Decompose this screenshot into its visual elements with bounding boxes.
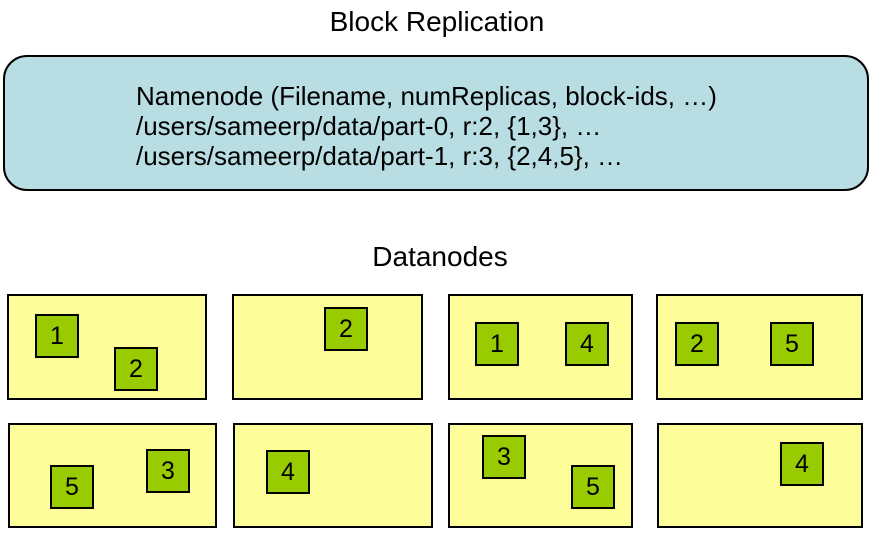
block-3: 3 (482, 435, 526, 479)
block-4: 4 (565, 322, 609, 366)
datanodes-label: Datanodes (372, 241, 508, 272)
datanode-box-2: 2 (232, 294, 423, 400)
namenode-line-part1: /users/sameerp/data/part-1, r:3, {2,4,5}… (136, 141, 624, 171)
block-5: 5 (770, 322, 814, 366)
block-4: 4 (780, 442, 824, 486)
block-4: 4 (266, 450, 310, 494)
block-1: 1 (35, 314, 79, 358)
block-3: 3 (146, 449, 190, 493)
namenode-line-part0: /users/sameerp/data/part-0, r:2, {1,3}, … (136, 111, 602, 141)
block-2: 2 (114, 347, 158, 391)
datanode-box-6: 4 (233, 423, 433, 528)
block-2: 2 (324, 307, 368, 351)
namenode-box: Namenode (Filename, numReplicas, block-i… (3, 55, 869, 191)
page-title: Block Replication (329, 6, 545, 37)
block-5: 5 (571, 465, 615, 509)
block-5: 5 (50, 465, 94, 509)
namenode-line-header: Namenode (Filename, numReplicas, block-i… (136, 81, 717, 111)
namenode-text: Namenode (Filename, numReplicas, block-i… (136, 81, 717, 171)
block-1: 1 (475, 322, 519, 366)
datanode-box-8: 4 (657, 423, 863, 528)
block-2: 2 (675, 322, 719, 366)
